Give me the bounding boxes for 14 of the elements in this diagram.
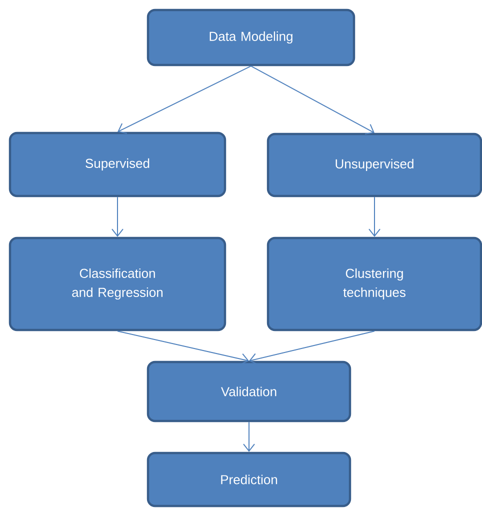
process-box: Data Modeling xyxy=(146,8,356,66)
process-box: Validation xyxy=(146,360,352,422)
process-box: Clustering techniques xyxy=(266,236,482,332)
process-box: Prediction xyxy=(146,452,352,508)
arrow xyxy=(368,196,380,237)
arrow xyxy=(112,196,124,237)
arrow xyxy=(249,330,375,365)
process-box: Unsupervised xyxy=(266,132,482,198)
process-box: Supervised xyxy=(8,132,226,198)
process-box: Classification and Regression xyxy=(8,236,226,332)
arrow xyxy=(250,66,374,135)
arrow xyxy=(243,422,255,452)
arrow xyxy=(118,66,252,134)
arrow xyxy=(117,330,249,366)
